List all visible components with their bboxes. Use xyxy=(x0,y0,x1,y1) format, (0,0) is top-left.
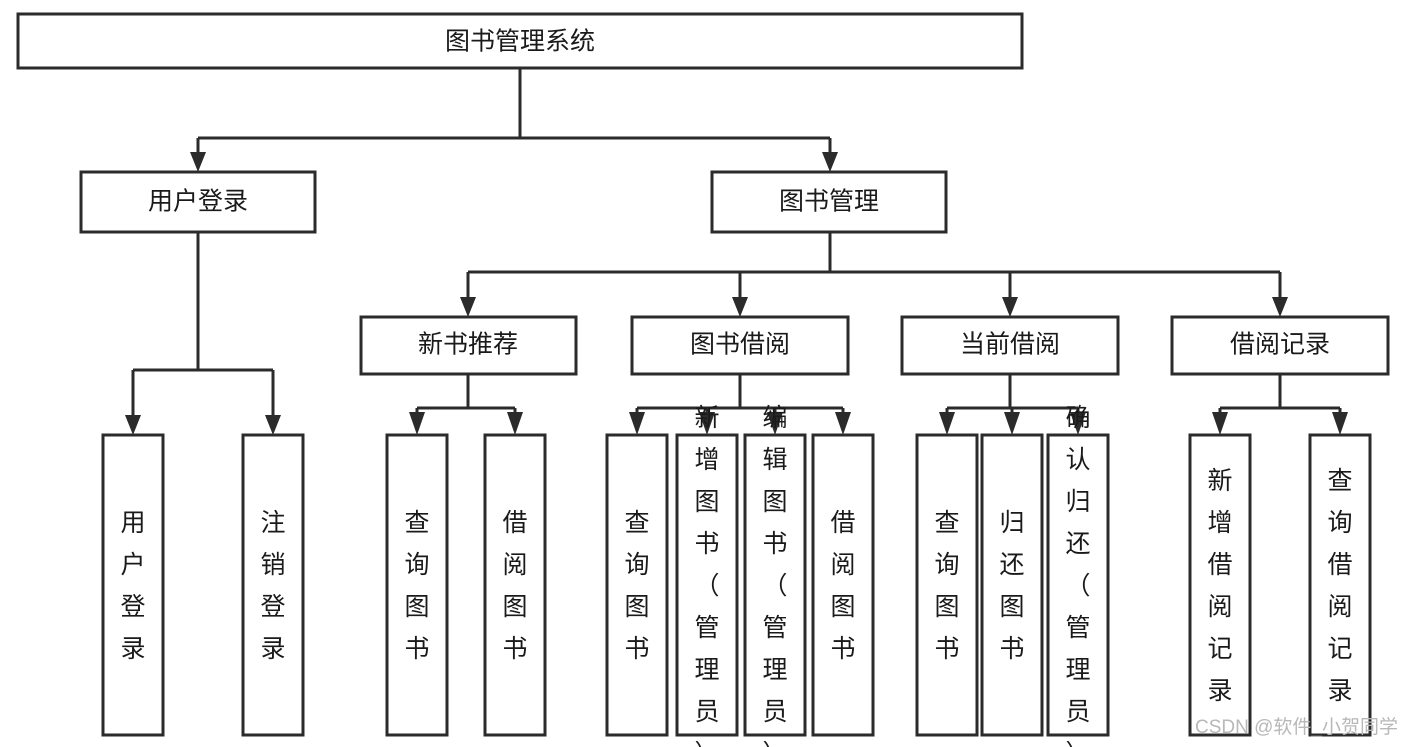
arrowhead-leaf-add-record xyxy=(1212,412,1228,435)
connectors-group xyxy=(125,68,1348,435)
node-book-management[interactable]: 图书管理 xyxy=(710,170,948,234)
node-leaf-confirm-return[interactable]: 确认归还（管理员） xyxy=(1046,404,1110,747)
node-new-book-recommend-label: 新书推荐 xyxy=(418,331,518,359)
arrowhead-new-book-recommend xyxy=(460,297,476,317)
node-leaf-logout-box[interactable] xyxy=(241,433,305,737)
node-leaf-edit-book-box[interactable] xyxy=(743,433,807,737)
node-root-label: 图书管理系统 xyxy=(445,28,595,56)
node-leaf-query-record[interactable]: 查询借阅记录 xyxy=(1308,433,1372,737)
node-leaf-user-login-label: 用户登录 xyxy=(120,509,145,663)
node-user-login[interactable]: 用户登录 xyxy=(79,170,317,234)
arrowhead-borrow-record xyxy=(1272,297,1288,317)
node-leaf-add-record-label: 新增借阅记录 xyxy=(1207,467,1232,705)
node-borrow-record-label: 借阅记录 xyxy=(1230,331,1330,359)
node-borrow-record-box[interactable] xyxy=(1170,315,1390,376)
node-leaf-query-book-3-label: 查询图书 xyxy=(934,509,959,663)
node-borrow-record[interactable]: 借阅记录 xyxy=(1170,315,1390,376)
node-leaf-confirm-return-label: 确认归还（管理员） xyxy=(1065,404,1090,747)
arrowhead-book-management xyxy=(822,152,838,172)
arrowhead-leaf-return-book xyxy=(1004,412,1020,435)
node-book-borrow-box[interactable] xyxy=(630,315,850,376)
arrowhead-leaf-query-book-3 xyxy=(939,412,955,435)
node-leaf-add-book-box[interactable] xyxy=(675,433,739,737)
arrowhead-leaf-logout xyxy=(265,415,281,435)
node-user-login-label: 用户登录 xyxy=(148,188,248,216)
node-book-borrow-label: 图书借阅 xyxy=(690,331,790,359)
node-leaf-logout-label: 注销登录 xyxy=(260,509,285,663)
leaf-nodes-group: 用户登录 注销登录 查询图书 借阅图书 查询图书 新增图书（管理员） 编辑图书（管理员） 借阅… xyxy=(101,404,1372,747)
node-new-book-recommend[interactable]: 新书推荐 xyxy=(359,315,578,376)
node-leaf-confirm-return-box[interactable] xyxy=(1046,433,1110,737)
node-leaf-query-book-2-box[interactable] xyxy=(605,433,669,737)
csdn-watermark: CSDN @软件_小贺同学 xyxy=(1195,716,1398,738)
node-root-box[interactable] xyxy=(16,12,1024,70)
node-leaf-query-book-3-box[interactable] xyxy=(915,433,979,737)
node-leaf-query-book-1[interactable]: 查询图书 xyxy=(385,433,449,737)
node-leaf-query-book-1-box[interactable] xyxy=(385,433,449,737)
node-book-borrow[interactable]: 图书借阅 xyxy=(630,315,850,376)
node-current-borrow[interactable]: 当前借阅 xyxy=(900,315,1120,376)
node-leaf-edit-book-label: 编辑图书（管理员） xyxy=(762,404,787,747)
node-root[interactable]: 图书管理系统 xyxy=(16,12,1024,70)
arrowhead-leaf-edit-book xyxy=(767,412,783,435)
node-leaf-query-book-2-label: 查询图书 xyxy=(624,509,649,663)
node-new-book-recommend-box[interactable] xyxy=(359,315,578,376)
node-leaf-borrow-book-2[interactable]: 借阅图书 xyxy=(811,433,875,737)
arrowhead-leaf-confirm-return xyxy=(1070,412,1086,435)
node-leaf-query-book-2[interactable]: 查询图书 xyxy=(605,433,669,737)
node-user-login-box[interactable] xyxy=(79,170,317,234)
node-leaf-add-book-label: 新增图书（管理员） xyxy=(694,404,719,747)
node-leaf-return-book-box[interactable] xyxy=(980,433,1044,737)
arrowhead-current-borrow xyxy=(1002,297,1018,317)
arrowhead-leaf-borrow-book-2 xyxy=(835,412,851,435)
node-leaf-return-book[interactable]: 归还图书 xyxy=(980,433,1044,737)
node-leaf-query-book-3[interactable]: 查询图书 xyxy=(915,433,979,737)
node-leaf-borrow-book-1-label: 借阅图书 xyxy=(502,509,527,663)
node-leaf-return-book-label: 归还图书 xyxy=(999,509,1024,663)
node-current-borrow-label: 当前借阅 xyxy=(960,331,1060,359)
node-leaf-borrow-book-1-box[interactable] xyxy=(483,433,547,737)
node-leaf-edit-book[interactable]: 编辑图书（管理员） xyxy=(743,404,807,747)
node-leaf-query-book-1-label: 查询图书 xyxy=(404,509,429,663)
node-leaf-borrow-book-1[interactable]: 借阅图书 xyxy=(483,433,547,737)
node-leaf-user-login-box[interactable] xyxy=(101,433,165,737)
node-leaf-query-record-label: 查询借阅记录 xyxy=(1327,467,1352,705)
arrowhead-leaf-user-login xyxy=(125,415,141,435)
arrowhead-leaf-query-book-1 xyxy=(409,412,425,435)
arrowhead-leaf-query-record xyxy=(1332,412,1348,435)
arrowhead-leaf-query-book-2 xyxy=(629,412,645,435)
node-leaf-add-record-box[interactable] xyxy=(1188,433,1252,737)
arrowhead-user-login xyxy=(190,152,206,172)
node-leaf-add-book[interactable]: 新增图书（管理员） xyxy=(675,404,739,747)
arrowhead-book-borrow xyxy=(732,297,748,317)
arrowhead-leaf-borrow-book-1 xyxy=(507,412,523,435)
node-current-borrow-box[interactable] xyxy=(900,315,1120,376)
node-leaf-logout[interactable]: 注销登录 xyxy=(241,433,305,737)
node-book-management-label: 图书管理 xyxy=(779,188,879,216)
node-leaf-borrow-book-2-box[interactable] xyxy=(811,433,875,737)
node-leaf-query-record-box[interactable] xyxy=(1308,433,1372,737)
node-book-management-box[interactable] xyxy=(710,170,948,234)
arrowhead-leaf-add-book xyxy=(699,412,715,435)
node-leaf-add-record[interactable]: 新增借阅记录 xyxy=(1188,433,1252,737)
node-leaf-borrow-book-2-label: 借阅图书 xyxy=(830,509,855,663)
node-leaf-user-login[interactable]: 用户登录 xyxy=(101,433,165,737)
